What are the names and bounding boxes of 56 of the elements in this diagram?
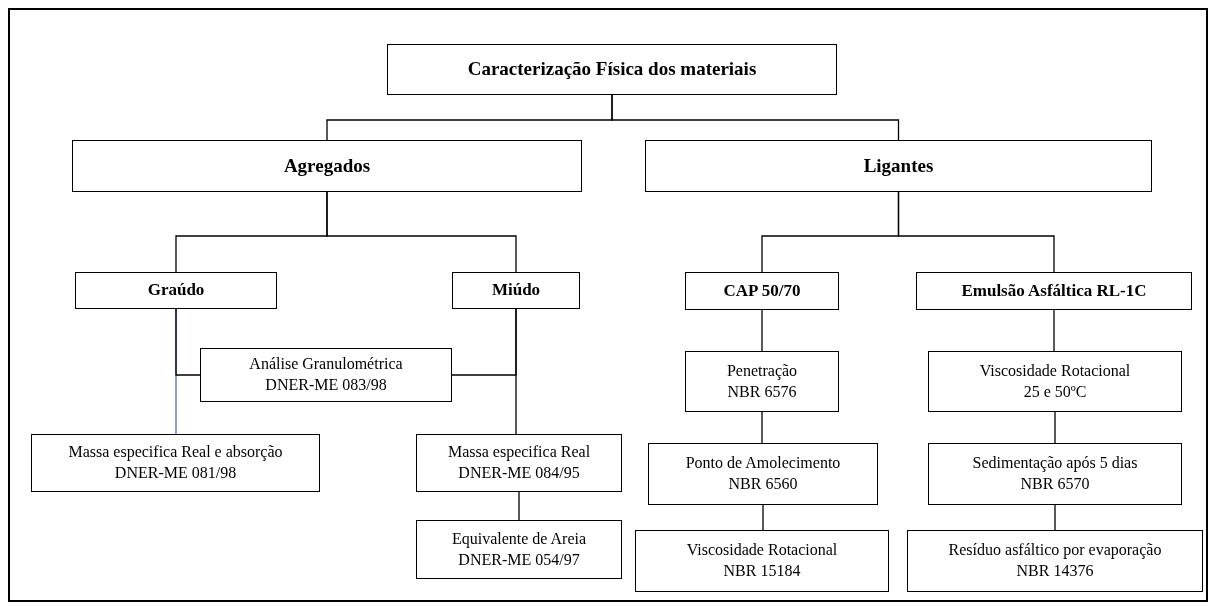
category-box [72,140,582,192]
test-box [416,434,622,492]
test-box [928,443,1182,505]
connector-line [1054,504,1056,531]
box-title: Miúdo [491,279,541,302]
connector-line [611,94,900,141]
category-box [75,272,277,309]
standard-code: NBR 6576 [727,381,797,402]
connector-line [761,411,763,444]
category-box [685,272,839,310]
box-title: Equivalente de Areia [451,528,587,550]
standard-code: DNER-ME 081/98 [114,463,237,483]
box-title: Agregados [283,153,371,178]
box-title: Caracterização Física dos materiais [467,57,757,82]
category-box [916,272,1192,310]
box-title: Análise Granulométrica [249,354,403,375]
standard-code: NBR 15184 [723,561,801,581]
test-box [648,443,878,505]
test-box [907,530,1203,592]
connector-line [518,491,520,521]
connector-line [515,308,517,435]
connector-line [175,308,201,376]
connector-line [761,309,763,352]
category-box [387,44,837,95]
box-title: Viscosidade Rotacional [979,360,1131,381]
category-box [452,272,580,309]
standard-code: NBR 14376 [1016,561,1094,581]
box-title: CAP 50/70 [723,279,801,302]
standard-code: DNER-ME 054/97 [458,549,580,570]
test-box [635,530,889,592]
standard-code: DNER-ME 083/98 [265,375,387,395]
box-title: Graúdo [147,279,205,302]
box-title: Resíduo asfáltico por evaporação [948,540,1162,561]
connector-line [1054,411,1056,444]
test-box [416,520,622,579]
connector-line [762,504,764,531]
category-box [645,140,1152,192]
standard-code: NBR 6560 [728,474,798,494]
standard-code: DNER-ME 084/95 [458,463,580,483]
connector-line [326,191,517,273]
box-title: Viscosidade Rotacional [686,540,838,561]
standard-code: NBR 6570 [1020,474,1090,494]
box-title: Penetração [726,360,798,382]
box-title: Emulsão Asfáltica RL-1C [961,279,1147,302]
box-title: Ligantes [863,153,934,178]
box-title: Ponto de Amolecimento [685,453,841,474]
connector-line [897,191,1055,273]
box-title: Massa especifica Real e absorção [68,442,283,463]
standard-code: 25 e 50ºC [1023,381,1087,402]
test-box [685,351,839,412]
box-title: Sedimentação após 5 dias [972,453,1138,474]
test-box [200,348,452,402]
connector-line [1053,309,1055,352]
box-title: Massa especifica Real [447,442,591,463]
test-box [31,434,320,492]
test-box [928,351,1182,412]
